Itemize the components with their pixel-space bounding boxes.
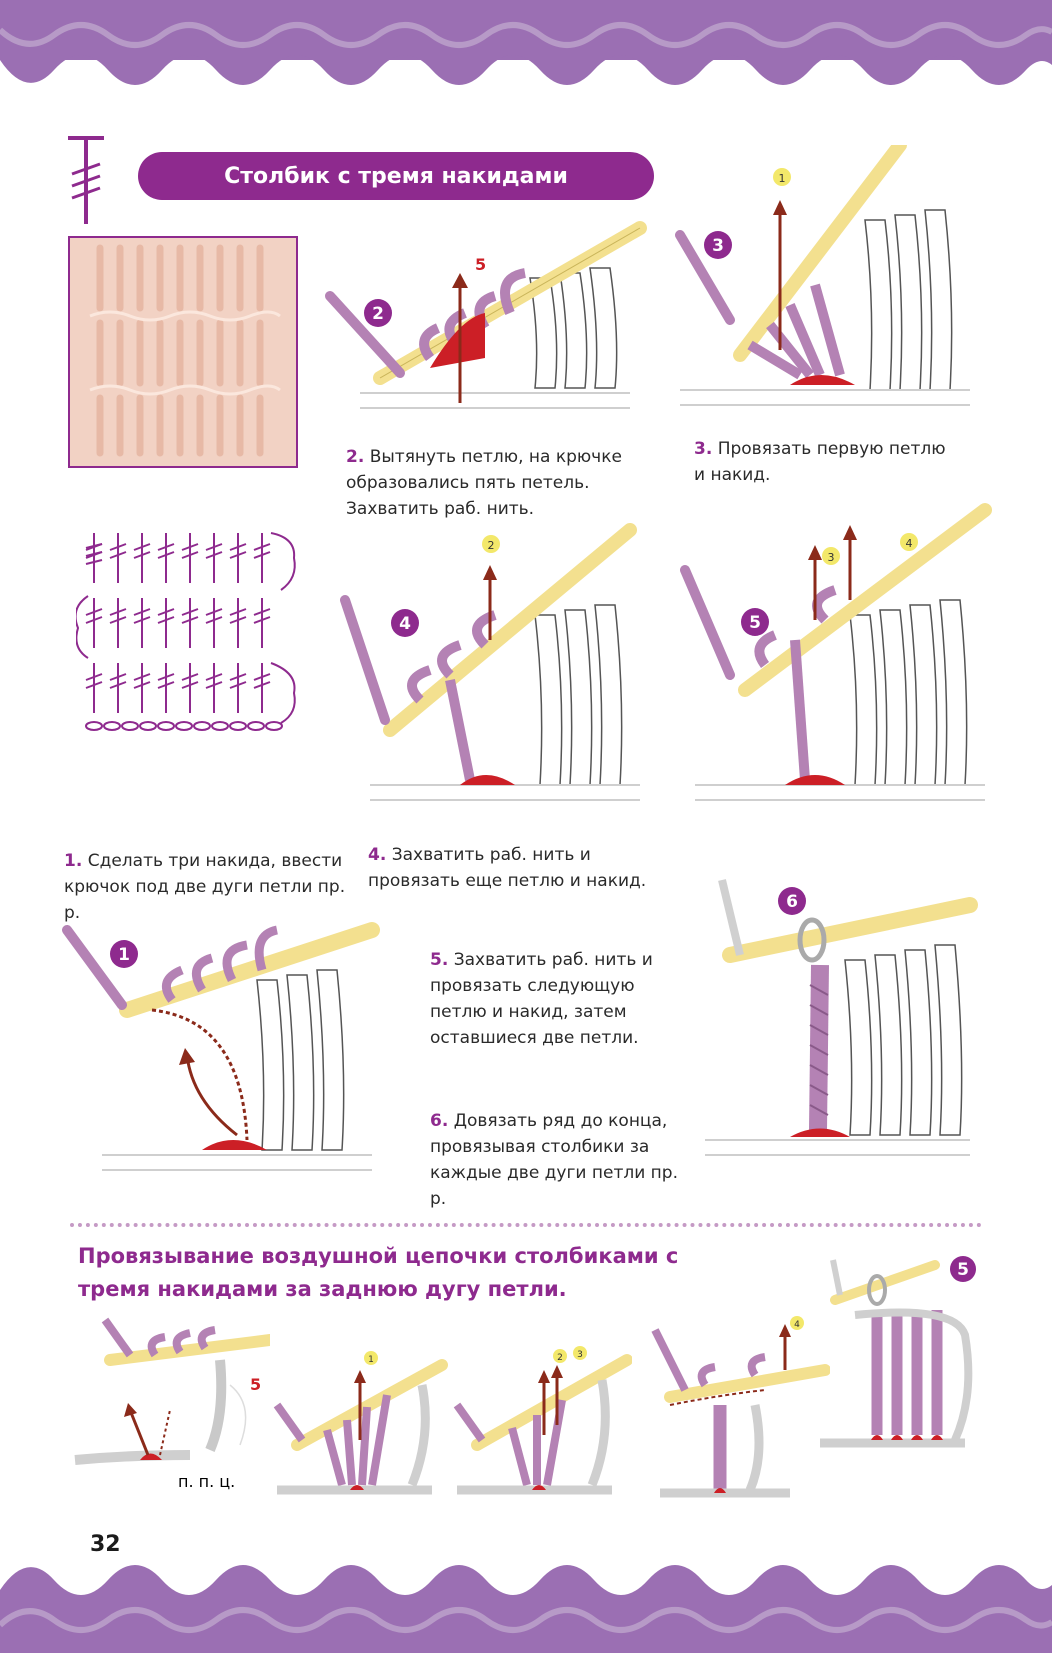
bottom-wavy-border — [0, 1565, 1052, 1653]
caption-step-2: 2. Вытянуть петлю, на крючке образовалис… — [346, 444, 636, 522]
caption-step-6-text: Довязать ряд до конца, провязывая столби… — [430, 1111, 678, 1209]
caption-step-2-text: Вытянуть петлю, на крючке образовались п… — [346, 447, 622, 519]
section2-marker-4: 4 — [794, 1320, 800, 1330]
marker-2: 2 — [488, 539, 495, 552]
badge-step-6: 6 — [786, 892, 798, 912]
caption-step-6-num: 6. — [430, 1111, 449, 1131]
marker-3: 3 — [828, 551, 835, 564]
marker-five: 5 — [475, 255, 486, 274]
caption-step-2-num: 2. — [346, 447, 365, 467]
caption-step-5-num: 5. — [430, 950, 449, 970]
badge-step-2: 2 — [372, 304, 384, 324]
step-1-illustration: 1 — [62, 922, 380, 1171]
badge-step-5: 5 — [749, 613, 761, 633]
top-wavy-border — [0, 0, 1052, 85]
caption-step-3-text: Провязать первую петлю и накид. — [694, 439, 946, 485]
section2-illustration-5: 5 — [820, 1256, 976, 1448]
page-number: 32 — [90, 1532, 121, 1557]
section2-illustration-4: 4 — [651, 1316, 830, 1498]
caption-step-4: 4. Захватить раб. нить и провязать еще п… — [368, 842, 678, 894]
section2-illustration-1: 5 п. п. ц. — [74, 1317, 270, 1490]
badge-step-3: 3 — [712, 236, 724, 256]
swatch-photo — [68, 236, 298, 468]
stitch-symbol-icon — [68, 136, 104, 224]
section-divider — [70, 1223, 982, 1227]
section2-badge-5: 5 — [957, 1260, 969, 1280]
caption-step-1-num: 1. — [64, 851, 83, 871]
badge-step-4: 4 — [399, 614, 411, 634]
ppc-label: п. п. ц. — [178, 1472, 235, 1490]
caption-step-1: 1. Сделать три накида, ввести крючок под… — [64, 848, 364, 926]
stitch-schema-diagram — [76, 532, 296, 731]
step-6-illustration: 6 — [705, 879, 978, 1156]
caption-step-1-text: Сделать три накида, ввести крючок под дв… — [64, 851, 346, 923]
caption-step-5-text: Захватить раб. нить и провязать следующу… — [430, 950, 653, 1048]
caption-step-3-num: 3. — [694, 439, 713, 459]
section2-illustration-2: 1 — [273, 1351, 448, 1495]
step-5-illustration: 3 4 5 — [680, 503, 992, 801]
step-4-illustration: 2 4 — [340, 523, 640, 801]
caption-step-4-text: Захватить раб. нить и провязать еще петл… — [368, 845, 647, 891]
section2-five-label: 5 — [250, 1375, 261, 1394]
section2-marker-1: 1 — [368, 1355, 374, 1365]
badge-step-1: 1 — [118, 945, 130, 965]
caption-step-6: 6. Довязать ряд до конца, провязывая сто… — [430, 1108, 694, 1212]
marker-1: 1 — [779, 172, 786, 185]
caption-step-3: 3. Провязать первую петлю и накид. — [694, 436, 954, 488]
marker-4: 4 — [906, 537, 913, 550]
step-2-illustration: 2 5 — [325, 221, 647, 409]
step-3-illustration: 1 3 — [675, 145, 970, 406]
caption-step-4-num: 4. — [368, 845, 387, 865]
section2-illustration-3: 2 3 — [453, 1346, 632, 1495]
section2-title: Провязывание воздушной цепочки столбикам… — [78, 1244, 679, 1301]
page-title: Столбик с тремя накидами — [138, 152, 654, 200]
caption-step-5: 5. Захватить раб. нить и провязать следу… — [430, 947, 670, 1051]
section2-marker-3: 3 — [577, 1350, 583, 1360]
section2-marker-2: 2 — [557, 1353, 563, 1363]
